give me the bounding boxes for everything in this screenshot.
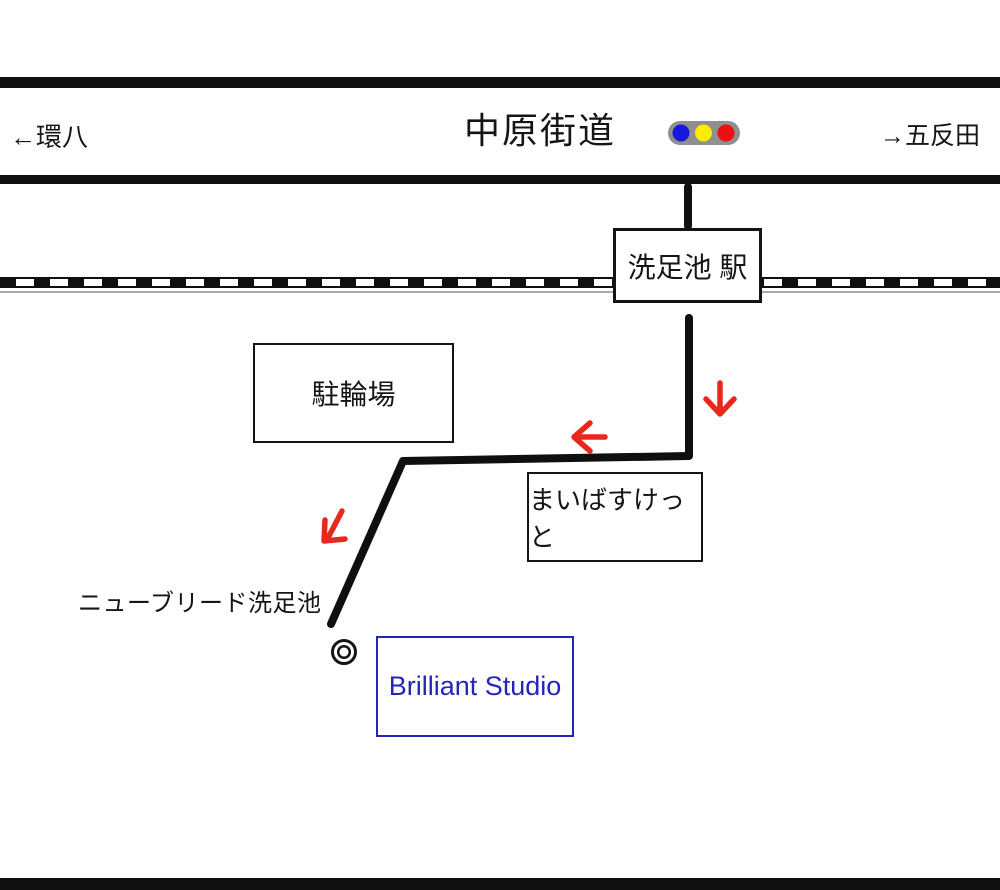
destination-label: Brilliant Studio xyxy=(388,671,562,701)
bottom-road-edge-line xyxy=(0,878,1000,890)
walking-route-path xyxy=(327,314,693,628)
destination-box: Brilliant Studio xyxy=(376,636,574,737)
entrance-marker-inner-circle xyxy=(336,644,352,660)
railway-thin-line xyxy=(0,291,1000,293)
entrance-marker-icon xyxy=(331,639,357,665)
station-label: 洗足池 駅 xyxy=(627,251,748,283)
kanpachi-direction-label: ←環八 xyxy=(10,122,89,152)
road-edge-line-bottom xyxy=(0,175,1000,184)
traffic-light-icon xyxy=(668,121,740,145)
entrance-marker-outer-circle xyxy=(331,639,357,665)
arrow-down-left-head xyxy=(321,517,348,544)
traffic-light-blue-lamp xyxy=(672,124,690,142)
railway-line xyxy=(0,277,1000,288)
road-name-label: 中原街道 xyxy=(463,110,617,151)
route-arrow-down-left-icon xyxy=(321,508,348,544)
supermarket-box: まいばすけっと xyxy=(527,472,703,562)
traffic-light-yellow-lamp xyxy=(695,124,712,142)
road-edge-line-top xyxy=(0,77,1000,88)
arrow-left-head xyxy=(571,420,593,454)
gotanda-direction-label: →五反田 xyxy=(879,122,980,150)
bicycle-parking-label: 駐輪場 xyxy=(311,379,396,410)
arrow-down-left-shaft xyxy=(326,508,345,539)
bicycle-parking-box: 駐輪場 xyxy=(253,343,454,443)
traffic-light-red-lamp xyxy=(717,124,735,142)
station-box: 洗足池 駅 xyxy=(613,228,762,303)
arrow-down-head xyxy=(703,396,737,417)
route-arrow-left-icon xyxy=(571,420,608,454)
building-name-label: ニューブリード洗足池 xyxy=(78,590,322,617)
supermarket-label: まいばすけっと xyxy=(529,485,686,552)
route-arrow-down-icon xyxy=(703,380,737,417)
